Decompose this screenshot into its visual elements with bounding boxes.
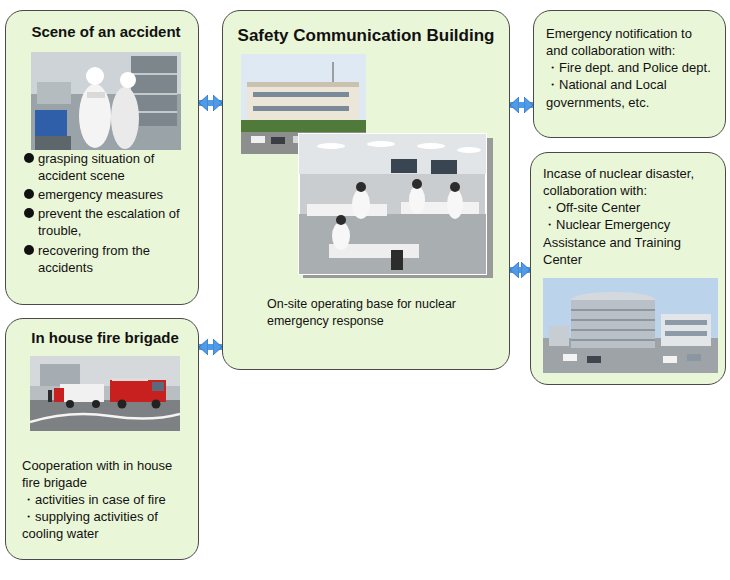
bullet-text: emergency measures — [38, 187, 163, 202]
text-item: prevent the escalation of trouble, — [24, 205, 188, 239]
bullet-dot — [24, 153, 34, 163]
bullet-dot — [24, 208, 34, 218]
text-item: Incase of nuclear disaster, collaboratio… — [543, 165, 717, 199]
node-heading: Safety Communication Building — [237, 25, 495, 46]
node-heading: In house fire brigade — [22, 329, 188, 348]
panel-box: Emergency notification to and collaborat… — [533, 10, 726, 138]
text-item: ・Nuclear Emergency Assistance and Traini… — [543, 216, 717, 267]
node-text: On-site operating base for nuclear emerg… — [267, 296, 482, 329]
panel-box: Scene of an accident grasping situation … — [5, 10, 199, 305]
bullet-row: prevent the escalation of trouble, — [24, 205, 188, 239]
text-item: Cooperation with in house fire brigade — [22, 457, 188, 491]
node-text: ・National and Local governments, etc. — [546, 76, 717, 110]
double-arrow — [199, 100, 222, 106]
text-item: ・activities in case of fire — [22, 491, 188, 508]
text-item: ・Off-site Center — [543, 199, 717, 216]
bullet-text: prevent the escalation of trouble, — [38, 206, 180, 238]
panel-box: Safety Communication Building — [222, 10, 510, 370]
panel-box: In house fire brigade Cooperation with i… — [5, 318, 199, 560]
text-item: Scene of an accident — [24, 23, 188, 42]
node-text: ・Nuclear Emergency Assistance and Traini… — [543, 216, 717, 267]
text-item: On-site operating base for nuclear emerg… — [267, 296, 482, 329]
bullet-text: grasping situation of accident scene — [38, 151, 154, 183]
text-item: Emergency notification to and collaborat… — [546, 25, 717, 59]
double-arrow — [510, 267, 530, 273]
node-text: ・supplying activities of cooling water — [22, 508, 188, 542]
text-item: ・National and Local governments, etc. — [546, 76, 717, 110]
text-item: recovering from the accidents — [24, 242, 188, 276]
bullet-dot — [24, 245, 34, 255]
node-text: ・activities in case of fire — [22, 491, 188, 508]
bullet-text: recovering from the accidents — [38, 243, 150, 275]
node-text: Incase of nuclear disaster, collaboratio… — [543, 165, 717, 199]
building-and-control-room-photos — [241, 54, 496, 278]
node-heading: Scene of an accident — [24, 23, 188, 42]
node-text: Cooperation with in house fire brigade — [22, 457, 188, 491]
text-item: In house fire brigade — [22, 329, 188, 348]
accident-scene-photo — [31, 52, 181, 150]
text-item: ・Fire dept. and Police dept. — [546, 59, 717, 76]
fire-brigade-photo — [30, 356, 180, 431]
double-arrow — [510, 102, 533, 108]
off-site-center-photo — [543, 278, 718, 373]
text-item: ・supplying activities of cooling water — [22, 508, 188, 542]
node-text: Emergency notification to and collaborat… — [546, 25, 717, 59]
panel-box: Incase of nuclear disaster, collaboratio… — [530, 152, 726, 385]
node-text: ・Fire dept. and Police dept. — [546, 59, 717, 76]
bullet-row: recovering from the accidents — [24, 242, 188, 276]
bullet-dot — [24, 189, 34, 199]
bullet-row: grasping situation of accident scene — [24, 150, 188, 184]
node-text: ・Off-site Center — [543, 199, 717, 216]
text-item: Safety Communication Building — [237, 25, 495, 46]
double-arrow — [199, 344, 222, 350]
text-item: emergency measures — [24, 186, 188, 203]
text-item: grasping situation of accident scene — [24, 150, 188, 184]
bullet-row: emergency measures — [24, 186, 188, 203]
